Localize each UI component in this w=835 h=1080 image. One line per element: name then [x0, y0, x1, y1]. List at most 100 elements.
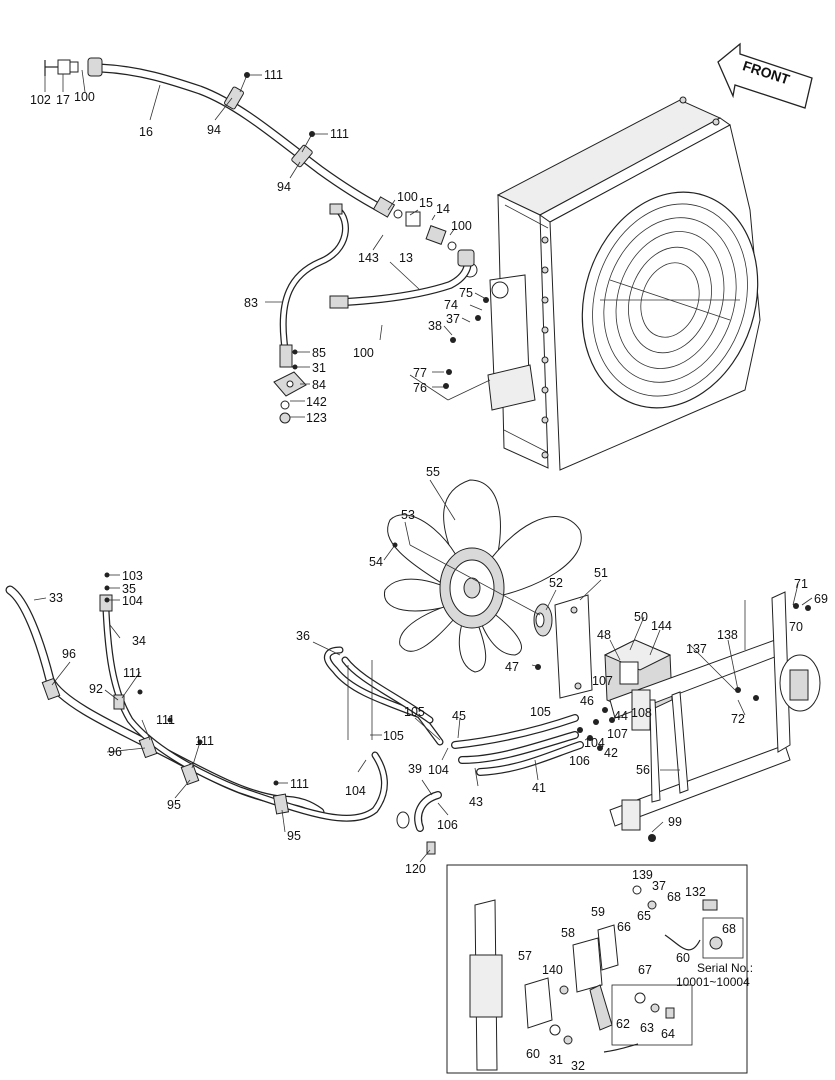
- callout-31-a: 31: [312, 361, 326, 375]
- callout-140: 140: [542, 963, 563, 977]
- callout-58: 58: [561, 926, 575, 940]
- callout-75: 75: [459, 286, 473, 300]
- callout-104-d: 104: [584, 736, 605, 750]
- callout-69: 69: [814, 592, 828, 606]
- callout-105-b: 105: [383, 729, 404, 743]
- callout-33: 33: [49, 591, 63, 605]
- callout-111-a: 111: [264, 68, 283, 82]
- callout-103: 103: [122, 569, 143, 583]
- callout-138: 138: [717, 628, 738, 642]
- callout-94-b: 94: [277, 180, 291, 194]
- callout-70: 70: [789, 620, 803, 634]
- serial-note-line2: 10001~10004: [676, 975, 750, 989]
- callout-105-c: 105: [530, 705, 551, 719]
- callout-17: 17: [56, 93, 70, 107]
- callout-76: 76: [413, 381, 427, 395]
- callout-139: 139: [632, 868, 653, 882]
- callout-54: 54: [369, 555, 383, 569]
- callout-37-b: 37: [652, 879, 666, 893]
- callout-111-d: 111: [156, 713, 175, 727]
- motor-bracket-51: [554, 594, 593, 699]
- callout-92: 92: [89, 682, 103, 696]
- callout-48: 48: [597, 628, 611, 642]
- bracket-84: [273, 371, 307, 424]
- callout-84: 84: [312, 378, 326, 392]
- hose-13: [329, 249, 475, 309]
- fasteners: [104, 72, 811, 842]
- callout-50: 50: [634, 610, 648, 624]
- callout-39: 39: [408, 762, 422, 776]
- callout-68-b: 68: [722, 922, 736, 936]
- callout-106-a: 106: [437, 818, 458, 832]
- callout-123: 123: [306, 411, 327, 425]
- callout-66: 66: [617, 920, 631, 934]
- callout-72: 72: [731, 712, 745, 726]
- callout-44: 44: [614, 709, 628, 723]
- radiator-bolts: [541, 96, 720, 459]
- callout-34: 34: [132, 634, 146, 648]
- callout-104-a: 104: [122, 594, 143, 608]
- callout-107-a: 107: [592, 674, 613, 688]
- hose-16: [44, 57, 457, 251]
- callout-37-a: 37: [446, 312, 460, 326]
- callout-96-a: 96: [62, 647, 76, 661]
- hose-clamps: [41, 677, 290, 815]
- callout-46: 46: [580, 694, 594, 708]
- callout-36: 36: [296, 629, 310, 643]
- callout-100-b: 100: [397, 190, 418, 204]
- callout-38: 38: [428, 319, 442, 333]
- callout-144: 144: [651, 619, 672, 633]
- callout-102: 102: [30, 93, 51, 107]
- callout-107-b: 107: [607, 727, 628, 741]
- hose-43: [458, 731, 579, 764]
- callout-52: 52: [549, 576, 563, 590]
- callout-95-b: 95: [287, 829, 301, 843]
- cooling-fan-55: [384, 479, 582, 673]
- front-direction-arrow: FRONT: [717, 42, 813, 109]
- callout-85: 85: [312, 346, 326, 360]
- detail-inset: [446, 864, 748, 1074]
- callout-100-d: 100: [353, 346, 374, 360]
- callout-32: 32: [571, 1059, 585, 1073]
- callout-53: 53: [401, 508, 415, 522]
- callout-labels: 102 17 100 16 94 111 111 94 100 15 14 10…: [30, 68, 828, 1073]
- callout-41: 41: [532, 781, 546, 795]
- callout-63: 63: [640, 1021, 654, 1035]
- callout-142: 142: [306, 395, 327, 409]
- callout-71: 71: [794, 577, 808, 591]
- callout-68-a: 68: [667, 890, 681, 904]
- frame-56: [609, 591, 821, 831]
- callout-57: 57: [518, 949, 532, 963]
- callout-14: 14: [436, 202, 450, 216]
- hose-83: [279, 203, 349, 368]
- callout-99: 99: [668, 815, 682, 829]
- callout-104-c: 104: [345, 784, 366, 798]
- callout-105-a: 105: [404, 705, 425, 719]
- hose-45: [451, 714, 579, 749]
- fan-guard: [581, 191, 759, 409]
- callout-104-b: 104: [428, 763, 449, 777]
- callout-56: 56: [636, 763, 650, 777]
- callout-31-b: 31: [549, 1053, 563, 1067]
- callout-94-a: 94: [207, 123, 221, 137]
- callout-132: 132: [685, 885, 706, 899]
- callout-111-b: 111: [330, 127, 349, 141]
- fitting-39: [396, 791, 442, 855]
- tube-36: [323, 646, 444, 746]
- callout-47: 47: [505, 660, 519, 674]
- callout-62: 62: [616, 1017, 630, 1031]
- callout-120: 120: [405, 862, 426, 876]
- callout-45: 45: [452, 709, 466, 723]
- callout-137: 137: [686, 642, 707, 656]
- callout-74: 74: [444, 298, 458, 312]
- leader-lines: [33, 69, 813, 863]
- callout-106-b: 106: [569, 754, 590, 768]
- serial-note-line1: Serial No.:: [697, 961, 753, 975]
- callout-143: 143: [358, 251, 379, 265]
- callout-35: 35: [122, 582, 136, 596]
- callout-55: 55: [426, 465, 440, 479]
- callout-13: 13: [399, 251, 413, 265]
- callout-64: 64: [661, 1027, 675, 1041]
- callout-111-c: 111: [123, 666, 142, 680]
